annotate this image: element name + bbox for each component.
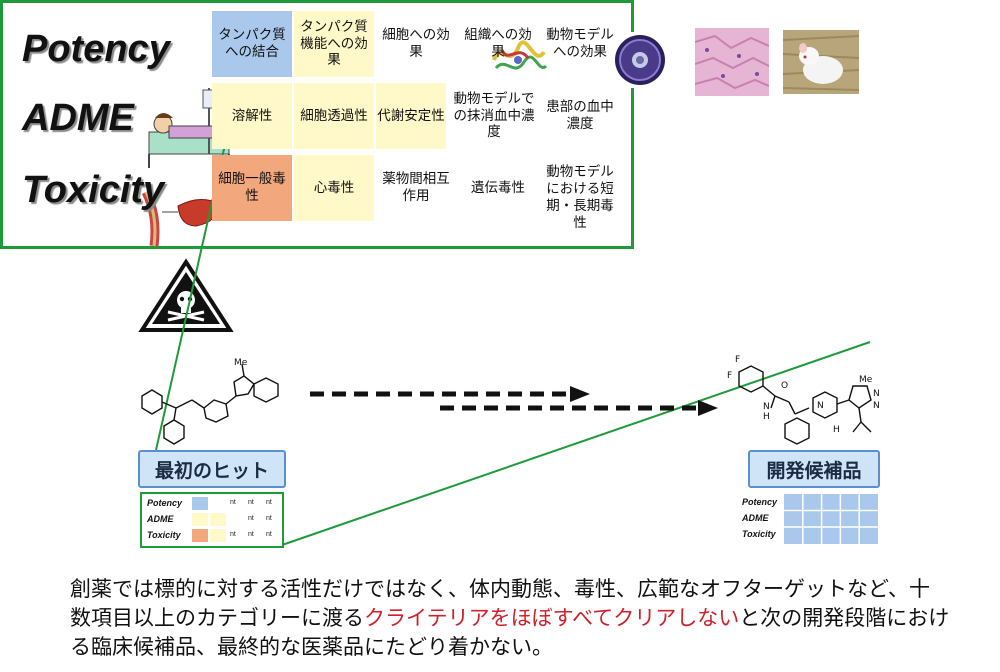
liver-icon (141, 189, 234, 247)
chem-label-h1: H (763, 412, 770, 422)
mini-cell-potency-blue (192, 497, 208, 510)
mini-label-adme: ADME (147, 514, 174, 524)
cell-toxicity-1: 細胞一般毒性 (212, 155, 292, 221)
mini-nt: nt (248, 499, 254, 506)
cell-icon (612, 32, 668, 88)
cell-toxicity-2: 心毒性 (294, 155, 374, 221)
cell-toxicity-5: 動物モデルにおける短期・長期毒性 (546, 164, 614, 231)
cell-potency-1: タンパク質への結合 (212, 11, 292, 77)
chem-label-n2: N (873, 389, 880, 399)
mouse-icon (783, 30, 859, 94)
chem-label-f1: F (735, 355, 740, 365)
cell-potency-5: 動物モデルへの効果 (546, 27, 614, 60)
tissue-icon (695, 28, 769, 96)
first-hit-label: 最初のヒット (138, 450, 286, 488)
cell-toxicity-4: 遺伝毒性 (471, 179, 525, 196)
candidate-molecule-structure: F F O N H Me N N N H (727, 355, 880, 445)
development-candidate-label: 開発候補品 (748, 450, 880, 488)
toxicity-warning-icon (138, 258, 234, 332)
cell-adme-2: 細胞透過性 (294, 83, 374, 149)
mini-cell-toxicity-yellow (210, 529, 226, 542)
chem-label-n3: N (873, 401, 880, 411)
mini-nt: nt (266, 499, 272, 506)
mini-label-potency: Potency (147, 498, 183, 508)
row-label-toxicity: Toxicity (22, 169, 165, 211)
cell-potency-3: 細胞への効果 (382, 27, 450, 60)
protein-structure-icon (492, 40, 548, 70)
cell-adme-1: 溶解性 (212, 83, 292, 149)
cell-potency-2: タンパク質機能への効果 (294, 11, 374, 77)
mini-label-toxicity: Toxicity (147, 530, 181, 540)
cell-adme-4: 動物モデルでの抹消血中濃度 (453, 90, 535, 141)
row-label-potency: Potency (22, 28, 170, 70)
caption-part-3: と次の開発段階における臨床候補品、最終的な医薬品にたどり着かない。 (70, 606, 950, 659)
mini-label-potency: Potency (742, 497, 778, 507)
chem-label-o: O (781, 381, 788, 391)
caption-part-1: 創薬では標的に対する活性だけではなく、体内動態、毒性、広範なオフターゲットなど、… (70, 577, 930, 630)
candidate-mini-table: Potency ADME Toxicity (740, 494, 880, 546)
cell-toxicity-3: 薬物間相互作用 (382, 171, 450, 204)
mini-nt: nt (248, 531, 254, 538)
chem-label-me: Me (859, 375, 873, 385)
cell-adme-3: 代謝安定性 (376, 83, 446, 149)
mini-cell-adme-yellow-2 (210, 513, 226, 526)
row-label-adme: ADME (22, 97, 134, 139)
chem-label-f2: F (727, 371, 732, 381)
criteria-box: Potency ADME Toxicity タンパク質への結合 タンパク質機能へ… (0, 0, 634, 249)
caption-part-2-highlight: クライテリアをほぼすべてクリアしない (364, 606, 740, 630)
mini-nt: nt (230, 499, 236, 506)
mini-cell-adme-yellow (192, 513, 208, 526)
mini-nt: nt (266, 531, 272, 538)
chem-label-n4: N (817, 401, 824, 411)
cell-adme-5: 患部の血中濃度 (546, 99, 614, 132)
hit-molecule-structure: Me (141, 358, 279, 445)
mini-label-adme: ADME (742, 513, 769, 523)
progress-arrows (310, 386, 718, 416)
first-hit-mini-table: Potency ADME Toxicity nt nt nt nt nt nt … (140, 492, 284, 548)
candidate-mini-grid (784, 494, 878, 544)
chem-label-n1: N (763, 402, 770, 412)
mini-nt: nt (230, 531, 236, 538)
chem-label-me: Me (234, 358, 248, 368)
mini-label-toxicity: Toxicity (742, 529, 776, 539)
cell-potency-4: 組織への効果 (464, 27, 532, 60)
caption-text: 創薬では標的に対する活性だけではなく、体内動態、毒性、広範なオフターゲットなど、… (70, 575, 950, 662)
mini-cell-toxicity-orange (192, 529, 208, 542)
mini-nt: nt (248, 515, 254, 522)
chem-label-h2: H (833, 425, 840, 435)
mini-nt: nt (266, 515, 272, 522)
